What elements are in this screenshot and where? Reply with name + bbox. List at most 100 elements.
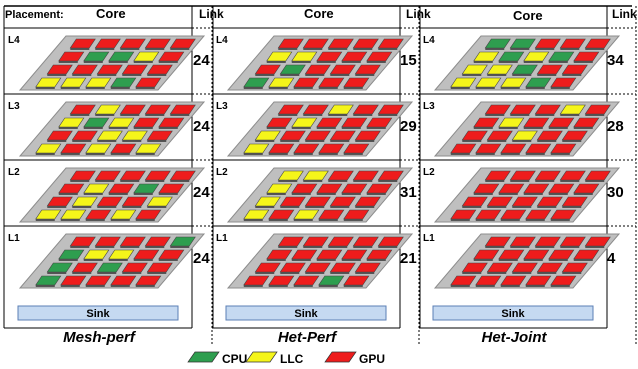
- tile-edge: [243, 87, 263, 89]
- tile-c: [511, 64, 538, 75]
- tile-g: [329, 64, 356, 75]
- tile-l: [94, 104, 121, 115]
- tile-g: [94, 170, 121, 181]
- tile-edge: [58, 127, 78, 129]
- tile-edge: [303, 48, 323, 50]
- tile-edge: [35, 285, 55, 287]
- tile-g: [523, 183, 550, 194]
- tile-edge: [60, 87, 80, 89]
- tile-edge: [147, 140, 167, 142]
- tile-edge: [328, 180, 348, 182]
- tile-g: [573, 51, 600, 62]
- tile-edge: [562, 206, 582, 208]
- tile-c: [509, 38, 536, 49]
- tile-g: [352, 236, 379, 247]
- tile-edge: [341, 193, 361, 195]
- tile-l: [133, 51, 160, 62]
- tile-g: [69, 38, 96, 49]
- tile-l: [35, 209, 62, 220]
- tile-g: [498, 249, 525, 260]
- tile-edge: [510, 246, 530, 248]
- tile-edge: [355, 140, 375, 142]
- tile-edge: [485, 48, 505, 50]
- tile-g: [354, 130, 381, 141]
- tile-edge: [293, 219, 313, 221]
- tile-edge: [523, 61, 543, 63]
- tile-edge: [510, 114, 530, 116]
- tile-g: [158, 51, 185, 62]
- tile-g: [486, 262, 513, 273]
- tile-edge: [303, 114, 323, 116]
- tile-l: [85, 143, 112, 154]
- tile-g: [343, 77, 370, 88]
- tile-edge: [343, 285, 363, 287]
- tile-g: [534, 170, 561, 181]
- tile-edge: [500, 219, 520, 221]
- tile-l: [511, 130, 538, 141]
- layer-label: L2: [423, 167, 435, 178]
- legend-swatch: [245, 351, 278, 363]
- tile-c: [243, 77, 270, 88]
- tile-edge: [341, 127, 361, 129]
- tile-edge: [343, 87, 363, 89]
- tile-g: [377, 236, 404, 247]
- tile-edge: [291, 193, 311, 195]
- layer-label: L3: [423, 101, 435, 112]
- tile-l: [35, 77, 62, 88]
- link-value: 21: [400, 250, 417, 267]
- tile-g: [561, 262, 588, 273]
- tile-g: [461, 262, 488, 273]
- tile-edge: [83, 127, 103, 129]
- tile-g: [293, 143, 320, 154]
- panel-het-joint-l1: L14: [423, 233, 621, 289]
- tile-g: [536, 262, 563, 273]
- tile-g: [584, 236, 611, 247]
- tile-l: [108, 117, 135, 128]
- tile-g: [318, 143, 345, 154]
- tile-l: [450, 77, 477, 88]
- tile-g: [121, 196, 148, 207]
- tile-edge: [355, 272, 375, 274]
- tile-l: [327, 104, 354, 115]
- tile-g: [377, 170, 404, 181]
- tile-g: [302, 236, 329, 247]
- tile-edge: [573, 127, 593, 129]
- tile-g: [133, 117, 160, 128]
- tile-g: [327, 236, 354, 247]
- tile-edge: [122, 140, 142, 142]
- tile-g: [243, 275, 270, 286]
- tile-edge: [108, 259, 128, 261]
- tile-g: [536, 130, 563, 141]
- layer-label: L3: [216, 101, 228, 112]
- tile-edge: [525, 87, 545, 89]
- tile-l: [60, 209, 87, 220]
- sink-bar: [432, 305, 594, 321]
- placement-label: Placement:: [5, 9, 64, 21]
- tile-g: [473, 117, 500, 128]
- tile-l: [486, 64, 513, 75]
- tile-edge: [95, 246, 115, 248]
- tile-g: [58, 51, 85, 62]
- tile-edge: [122, 206, 142, 208]
- tile-g: [133, 249, 160, 260]
- tile-g: [135, 275, 162, 286]
- tile-edge: [318, 219, 338, 221]
- tile-g: [302, 38, 329, 49]
- tile-edge: [450, 219, 470, 221]
- tile-g: [509, 236, 536, 247]
- tile-edge: [573, 259, 593, 261]
- tile-edge: [500, 87, 520, 89]
- tile-edge: [110, 285, 130, 287]
- tile-g: [69, 236, 96, 247]
- tile-g: [119, 170, 146, 181]
- link-header-1: Link: [199, 7, 224, 21]
- legend-label: LLC: [280, 352, 304, 366]
- tile-g: [484, 170, 511, 181]
- tile-edge: [170, 180, 190, 182]
- tile-g: [573, 183, 600, 194]
- tile-l: [85, 77, 112, 88]
